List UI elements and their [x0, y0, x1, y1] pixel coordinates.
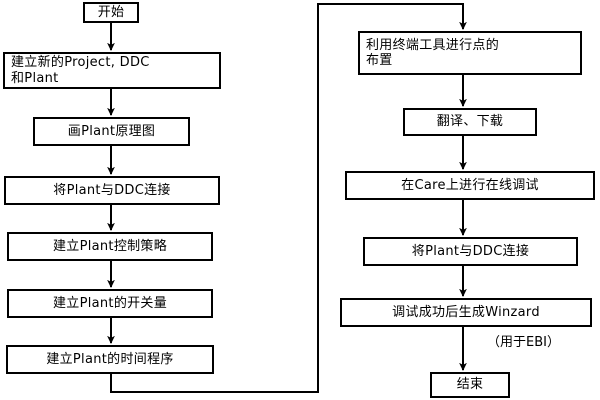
- flow-node-n11[interactable]: 将Plant与DDC连接: [363, 237, 578, 266]
- flow-node-n1[interactable]: 开始: [83, 2, 139, 23]
- flow-node-n6[interactable]: 建立Plant的开关量: [7, 289, 213, 318]
- flow-node-n8[interactable]: 利用终端工具进行点的 布置: [358, 31, 582, 75]
- flow-node-n5[interactable]: 建立Plant控制策略: [7, 232, 213, 261]
- flow-node-label: 翻译、下载: [436, 114, 504, 130]
- flow-node-n13[interactable]: 结束: [430, 372, 510, 398]
- flow-node-n3[interactable]: 画Plant原理图: [33, 117, 190, 146]
- flow-node-label: 将Plant与DDC连接: [53, 182, 171, 198]
- flow-node-label: 建立Plant控制策略: [52, 238, 168, 254]
- flow-node-n12[interactable]: 调试成功后生成Winzard: [340, 298, 592, 327]
- flow-node-n2[interactable]: 建立新的Project, DDC 和Plant: [3, 52, 221, 89]
- flow-node-label: 调试成功后生成Winzard: [392, 304, 540, 320]
- flow-node-label: 建立新的Project, DDC 和Plant: [11, 55, 150, 86]
- flow-node-n9[interactable]: 翻译、下载: [403, 108, 537, 136]
- flow-node-label: 将Plant与DDC连接: [411, 243, 530, 259]
- flow-node-label: 建立Plant的开关量: [52, 295, 168, 311]
- flow-node-n4[interactable]: 将Plant与DDC连接: [4, 176, 220, 205]
- flow-node-label: 画Plant原理图: [67, 123, 156, 139]
- flow-node-label: 结束: [456, 377, 484, 393]
- flow-node-label: 建立Plant的时间程序: [46, 351, 174, 367]
- flow-node-label: 开始: [97, 4, 125, 20]
- flow-node-n7[interactable]: 建立Plant的时间程序: [6, 345, 214, 374]
- flow-node-label: 在Care上进行在线调试: [401, 177, 539, 193]
- flow-connector-n7-to-n8: [110, 3, 467, 393]
- flow-annotation-lbl_ebi: （用于EBI）: [487, 335, 560, 350]
- flow-node-label: 利用终端工具进行点的 布置: [366, 37, 500, 68]
- flow-node-n10[interactable]: 在Care上进行在线调试: [345, 171, 595, 200]
